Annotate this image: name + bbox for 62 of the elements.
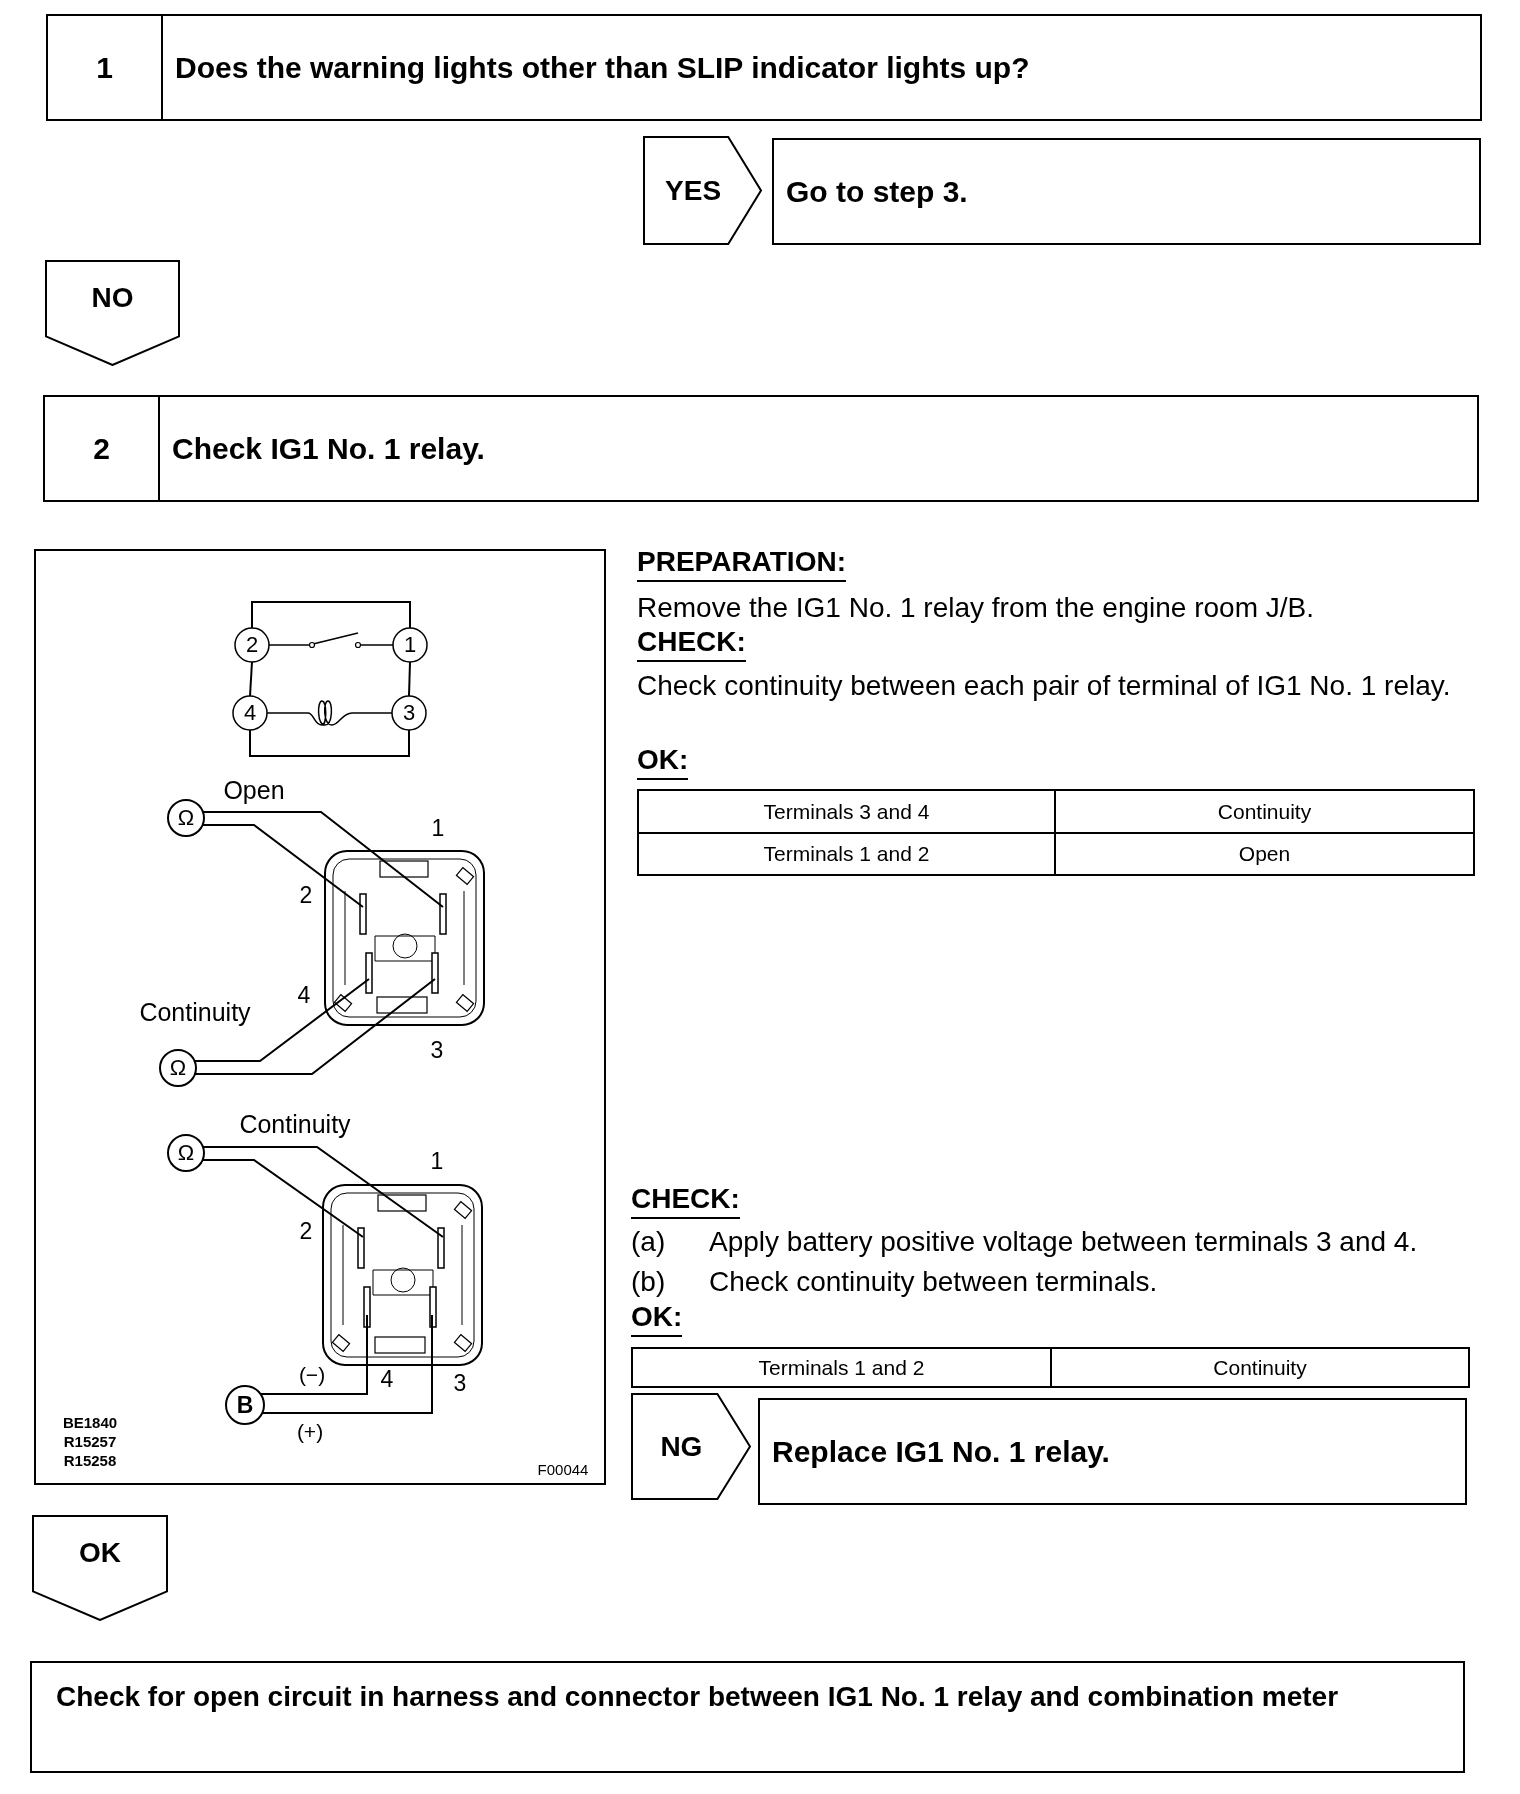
- result-box: [772, 138, 1481, 245]
- chevron-arrow: [631, 1393, 751, 1500]
- table-cell: Open: [1054, 832, 1475, 876]
- chevron-label: NG: [660, 1432, 703, 1461]
- list-marker: (a): [631, 1225, 666, 1259]
- section-heading: CHECK:: [637, 625, 746, 662]
- chevron-label: OK: [79, 1539, 121, 1568]
- step-question: Does the warning lights other than SLIP indicator lights up?: [174, 50, 1030, 85]
- polarity-label: (−): [298, 1363, 326, 1385]
- terminal-number: 3: [453, 1371, 467, 1395]
- action-text: Check for open circuit in harness and connector between IG1 No. 1 relay and combination meter: [55, 1680, 1339, 1713]
- result-box: [758, 1398, 1467, 1505]
- ohm-symbol: Ω: [177, 1142, 195, 1164]
- step-question: Check IG1 No. 1 relay.: [171, 431, 485, 466]
- table-cell: Continuity: [1050, 1347, 1470, 1388]
- terminal-number: 2: [299, 1219, 313, 1243]
- step-number: 1: [48, 16, 163, 119]
- figure-code: BE1840: [62, 1414, 118, 1430]
- chevron-label: NO: [91, 284, 134, 313]
- ohm-symbol: Ω: [177, 807, 195, 829]
- chevron-arrow: [45, 260, 180, 366]
- section-heading: OK:: [637, 743, 689, 780]
- instruction-text: Apply battery positive voltage between terminals 3 and 4.: [709, 1225, 1418, 1259]
- instruction-text: Remove the IG1 No. 1 relay from the engine room J/B.: [637, 591, 1314, 625]
- step-box: [46, 14, 1482, 121]
- terminal-number: 2: [245, 634, 259, 656]
- result-text: Replace IG1 No. 1 relay.: [771, 1434, 1110, 1469]
- section-heading: CHECK:: [631, 1182, 740, 1219]
- edge-label: YES: [665, 176, 722, 205]
- figure-code: F00044: [537, 1461, 589, 1477]
- terminal-number: 4: [380, 1367, 394, 1391]
- table-cell: Terminals 1 and 2: [637, 832, 1056, 876]
- terminal-number: 1: [403, 634, 417, 656]
- polarity-label: (+): [296, 1420, 324, 1442]
- terminal-number: 4: [243, 702, 257, 724]
- battery-symbol: B: [236, 1393, 254, 1417]
- figure-code: R15258: [63, 1452, 117, 1468]
- section-heading: PREPARATION:: [637, 545, 846, 582]
- ohm-symbol: Ω: [169, 1057, 187, 1079]
- test-result-label: Open: [223, 777, 285, 803]
- figure-code: R15257: [63, 1433, 117, 1449]
- action-box: [30, 1661, 1465, 1773]
- terminal-number: 1: [431, 816, 445, 840]
- chevron-arrow: [32, 1515, 168, 1621]
- terminal-number: 4: [297, 983, 311, 1007]
- result-text: Go to step 3.: [785, 174, 968, 209]
- arrow-chevron: [643, 136, 763, 245]
- test-result-label: Continuity: [139, 999, 251, 1025]
- instruction-text: Check continuity between terminals.: [709, 1265, 1158, 1299]
- terminal-number: 3: [430, 1038, 444, 1062]
- step-box: [43, 395, 1479, 502]
- terminal-number: 1: [430, 1149, 444, 1173]
- test-result-label: Continuity: [239, 1111, 351, 1137]
- table-cell: Continuity: [1054, 789, 1475, 834]
- table-cell: Terminals 1 and 2: [631, 1347, 1052, 1388]
- table-cell: Terminals 3 and 4: [637, 789, 1056, 834]
- step-number: 2: [45, 397, 160, 500]
- section-heading: OK:: [631, 1300, 683, 1337]
- instruction-text: Check continuity between each pair of terminal of IG1 No. 1 relay.: [637, 669, 1452, 703]
- terminal-number: 3: [402, 702, 416, 724]
- list-marker: (b): [631, 1265, 666, 1299]
- terminal-number: 2: [299, 883, 313, 907]
